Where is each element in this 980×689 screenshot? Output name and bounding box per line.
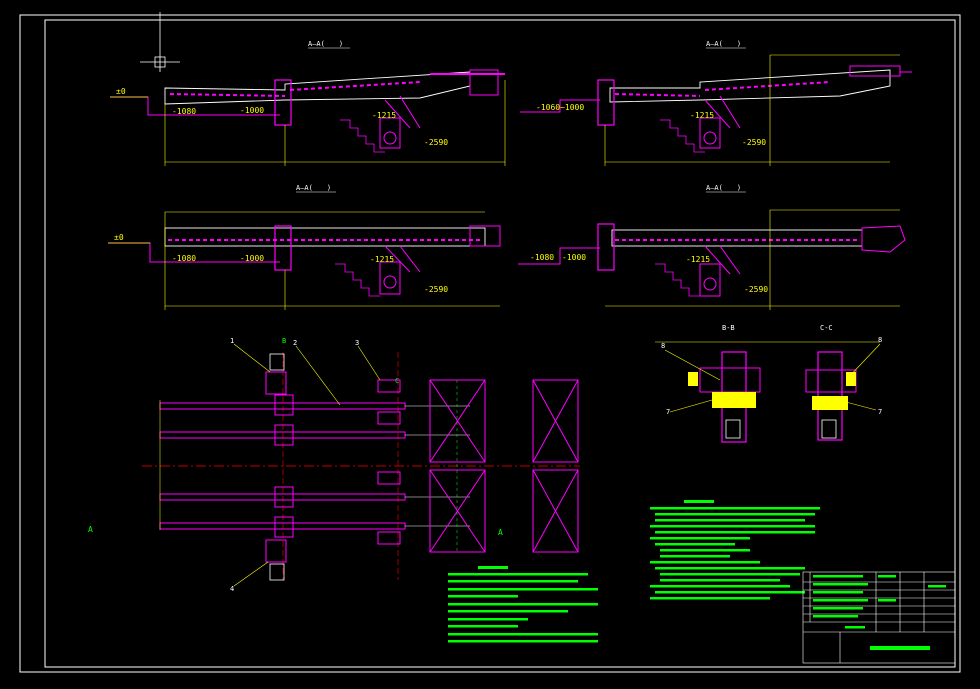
view-title-a1: A—A( ) <box>308 40 343 48</box>
view-title-a4: A—A( ) <box>706 184 741 192</box>
section-view-cc: C-C 8 7 <box>800 324 882 441</box>
callout-1: 1 <box>230 337 234 345</box>
section-mark-c-top: C <box>395 377 399 385</box>
plan-view: 1 2 3 4 A B C A <box>88 337 580 593</box>
level-1000-a4: -1000 <box>562 253 586 262</box>
view-title-cc: C-C <box>820 324 833 332</box>
general-notes-block <box>650 500 820 600</box>
level-2590-a3: -2590 <box>424 285 448 294</box>
title-block-text <box>813 575 946 650</box>
section-mark-b-top: B <box>282 337 286 345</box>
level-2590-a1: -2590 <box>424 138 448 147</box>
callout-2: 2 <box>293 339 297 347</box>
callout-7-bb: 7 <box>666 408 670 416</box>
level-2590-a4: -2590 <box>744 285 768 294</box>
callout-8-bb: 8 <box>661 342 665 350</box>
level-1080-a4: -1080 <box>530 253 554 262</box>
section-view-a4: A—A( ) -1080 -1000 -1215 -2590 <box>518 184 906 310</box>
callout-7-cc: 7 <box>878 408 882 416</box>
sheet-outer-border <box>19 14 961 673</box>
view-title-a2: A—A( ) <box>706 40 741 48</box>
callout-4: 4 <box>230 585 234 593</box>
sheet-inner-border <box>44 19 956 668</box>
section-view-bb: B-B 8 7 <box>655 324 800 443</box>
level-1060-1000-a2: -1060~1000 <box>536 103 584 112</box>
section-view-a3: A—A( ) ±0 -1080 -1000 -1215 -2590 <box>108 184 501 310</box>
view-title-bb: B-B <box>722 324 735 332</box>
level-1000-a1: -1000 <box>240 106 264 115</box>
section-mark-a-top: A <box>498 528 503 537</box>
callout-8-cc: 8 <box>878 336 882 344</box>
section-mark-a-left: A <box>88 525 93 534</box>
crosshair-cursor-icon <box>140 12 180 72</box>
section-view-a2: A—A( ) -1060~1000 -1215 -2590 <box>520 40 912 166</box>
level-zero-a1: ±0 <box>116 87 126 96</box>
level-1215-a3: -1215 <box>370 255 394 264</box>
view-title-a3: A—A( ) <box>296 184 331 192</box>
level-1215-a1: -1215 <box>372 111 396 120</box>
level-1000-a3: -1000 <box>240 254 264 263</box>
level-2590-a2: -2590 <box>742 138 766 147</box>
callout-3: 3 <box>355 339 359 347</box>
level-1080-a3: -1080 <box>172 254 196 263</box>
level-zero-a3: ±0 <box>114 233 124 242</box>
level-1215-a4: -1215 <box>686 255 710 264</box>
level-1080-a1: -1080 <box>172 107 196 116</box>
level-1215-a2: -1215 <box>690 111 714 120</box>
title-block <box>802 571 956 664</box>
technical-specs-block <box>448 566 598 643</box>
section-view-a1: A—A( ) ±0 -1080 -1000 -1215 -2590 <box>110 40 506 166</box>
